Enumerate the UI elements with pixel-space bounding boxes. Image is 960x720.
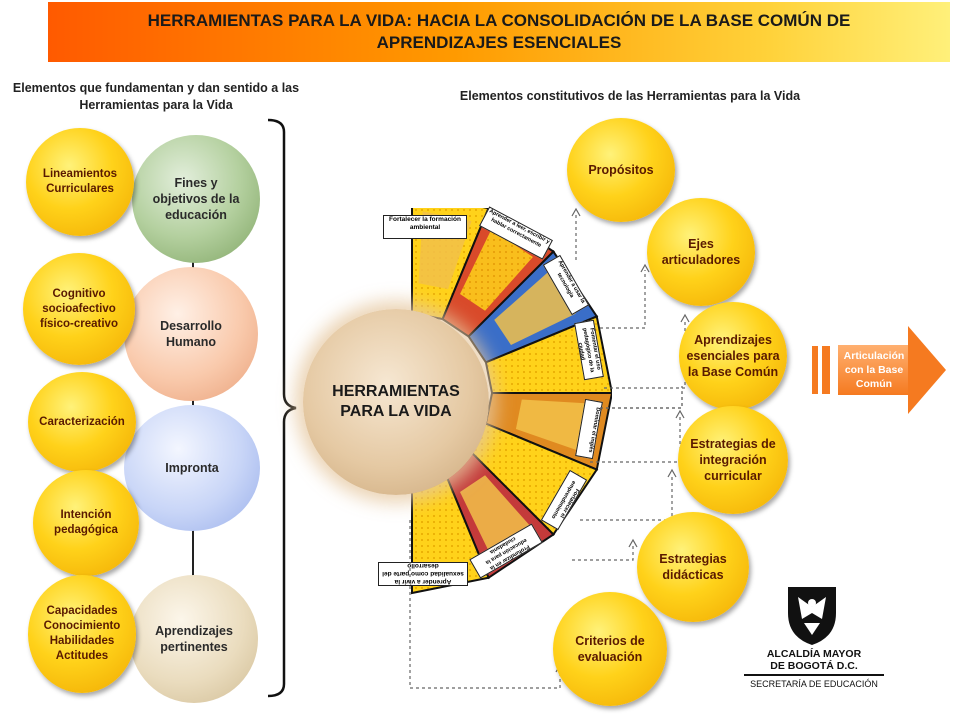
right-circle-integracion: Estrategias de integración curricular: [678, 406, 788, 514]
right-section-title: Elementos constitutivos de las Herramien…: [459, 89, 801, 103]
title-banner: HERRAMIENTAS PARA LA VIDA: HACIA LA CONS…: [48, 2, 950, 62]
logo-line-3: SECRETARÍA DE EDUCACIÓN: [750, 679, 878, 689]
fan-blade-panel: [418, 496, 472, 575]
articulation-label: Articulación con la Base Común: [843, 350, 905, 390]
logo-divider: [744, 674, 884, 676]
right-circle-ejes: Ejes articuladores: [647, 198, 755, 306]
arrow-stripe-2: [822, 346, 830, 394]
page-title: HERRAMIENTAS PARA LA VIDA: HACIA LA CONS…: [147, 11, 851, 52]
right-circle-aprendizajes: Aprendizajes esenciales para la Base Com…: [679, 302, 787, 410]
left-section-title: Elementos que fundamentan y dan sentido …: [12, 81, 300, 112]
left-bracket: [267, 118, 297, 698]
fan-label-0: Fortalecer la formación ambiental: [383, 215, 467, 239]
arrow-head: [908, 326, 946, 414]
center-label: HERRAMIENTAS PARA LA VIDA: [332, 383, 460, 420]
side-circle-cognitivo: Cognitivo socioafectivo físico-creativo: [23, 253, 135, 365]
logo-line-1: ALCALDÍA MAYOR: [766, 648, 862, 660]
fan-blade-panel: [515, 399, 594, 453]
stack-circle-fines: Fines y objetivos de la educación: [132, 135, 260, 263]
side-circle-caracterizacion: Caracterización: [28, 372, 136, 472]
stack-circle-aprendizajes: Aprendizajes pertinentes: [130, 575, 258, 703]
dashed-connectors: [409, 207, 690, 689]
side-circle-lineamientos: Lineamientos Curriculares: [26, 128, 134, 236]
arrow-stripe-1: [812, 346, 818, 394]
articulation-arrow: Articulación con la Base Común: [838, 345, 910, 395]
right-circle-propositos: Propósitos: [567, 118, 675, 222]
stack-circle-desarrollo: Desarrollo Humano: [124, 267, 258, 401]
fan-blade-panel: [494, 272, 576, 345]
side-circle-capacidades: Capacidades Conocimiento Habilidades Act…: [28, 575, 136, 693]
right-circle-criterios: Criterios de evaluación: [553, 592, 667, 706]
side-circle-intencion: Intención pedagógica: [33, 470, 139, 576]
right-circle-didacticas: Estrategias didácticas: [637, 512, 749, 622]
center-circle: HERRAMIENTAS PARA LA VIDA: [303, 309, 489, 495]
fan-blade-panel: [460, 229, 533, 311]
stack-circle-impronta: Impronta: [124, 405, 260, 531]
logo-line-2: DE BOGOTÁ D.C.: [770, 660, 858, 672]
bogota-crest-icon: [788, 587, 836, 645]
fan-blade-panel: [515, 333, 594, 387]
